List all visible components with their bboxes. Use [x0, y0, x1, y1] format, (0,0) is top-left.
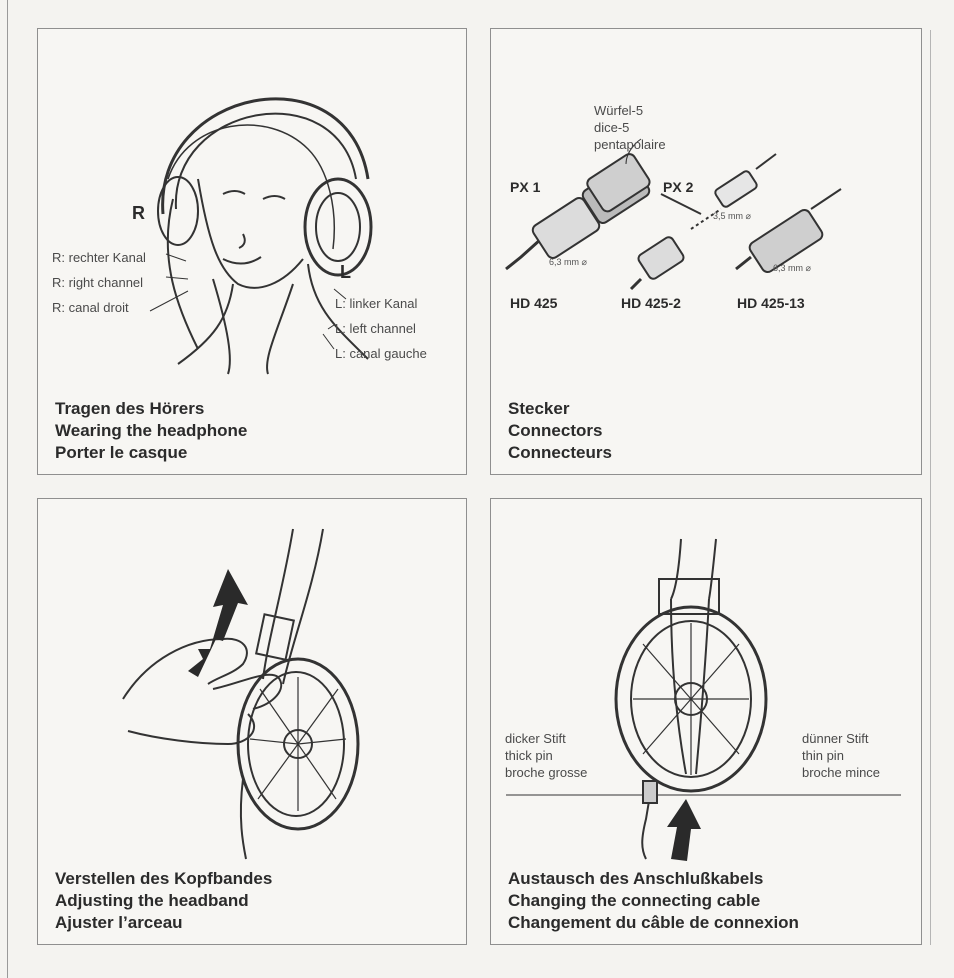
caption-line-de: Verstellen des Kopfbandes [55, 869, 273, 888]
letter-l: L [340, 262, 351, 282]
wearing-illustration [149, 97, 373, 375]
caption-line-en: Adjusting the headband [55, 891, 249, 910]
label-right-channel-de: R: rechter Kanal [52, 250, 146, 265]
label-thick-pin-fr: broche grosse [505, 765, 588, 780]
page-edge-right [930, 30, 931, 945]
panel-connectors: Würfel-5 dice-5 pentapolaire PX 1 PX 2 6… [490, 28, 922, 475]
caption-headband: Verstellen des Kopfbandes Adjusting the … [55, 868, 272, 934]
label-left-channel-de: L: linker Kanal [335, 296, 418, 311]
label-left-channel-en: L: left channel [335, 321, 416, 336]
label-px2: PX 2 [663, 179, 694, 195]
caption-line-de: Stecker [508, 399, 570, 418]
label-thick-pin-en: thick pin [505, 748, 553, 763]
headband-illustration [122, 528, 360, 860]
label-dice-fr: pentapolaire [594, 137, 666, 152]
panel-wearing-headphone: R L R: rechter Kanal R: right channel R:… [37, 28, 467, 475]
label-model-hd425-13: HD 425-13 [737, 295, 805, 311]
label-dim-3-5: 3,5 mm ⌀ [713, 211, 751, 221]
caption-line-de: Tragen des Hörers [55, 399, 205, 418]
caption-line-fr: Porter le casque [55, 443, 188, 462]
caption-line-en: Changing the connecting cable [508, 891, 761, 910]
caption-line-en: Connectors [508, 421, 603, 440]
caption-connectors: Stecker Connectors Connecteurs [508, 398, 612, 464]
caption-line-fr: Connecteurs [508, 443, 612, 462]
letter-r: R [132, 203, 145, 223]
caption-wearing: Tragen des Hörers Wearing the headphone … [55, 398, 247, 464]
label-dice-de: Würfel-5 [594, 103, 644, 118]
caption-line-en: Wearing the headphone [55, 421, 248, 440]
label-dim-6-3-a: 6,3 mm ⌀ [549, 257, 587, 267]
label-thin-pin-de: dünner Stift [802, 731, 869, 746]
connectors-illustration [505, 138, 842, 291]
label-dim-6-3-b: 6,3 mm ⌀ [773, 263, 811, 273]
caption-cable: Austausch des Anschlußkabels Changing th… [508, 868, 799, 934]
label-right-channel-fr: R: canal droit [52, 300, 129, 315]
label-px1: PX 1 [510, 179, 541, 195]
label-thin-pin-en: thin pin [802, 748, 844, 763]
label-model-hd425: HD 425 [510, 295, 558, 311]
label-model-hd425-2: HD 425-2 [621, 295, 681, 311]
label-thick-pin-de: dicker Stift [505, 731, 566, 746]
label-thin-pin-fr: broche mince [802, 765, 881, 780]
label-dice-en: dice-5 [594, 120, 630, 135]
caption-line-fr: Ajuster l’arceau [55, 913, 183, 932]
label-left-channel-fr: L: canal gauche [335, 346, 427, 361]
page-edge-left [7, 0, 8, 978]
panel-changing-cable: dicker Stift thick pin broche grosse dün… [490, 498, 922, 945]
panel-adjusting-headband: Verstellen des Kopfbandes Adjusting the … [37, 498, 467, 945]
label-right-channel-en: R: right channel [52, 275, 144, 290]
cable-illustration [506, 538, 901, 861]
caption-line-de: Austausch des Anschlußkabels [508, 869, 764, 888]
caption-line-fr: Changement du câble de connexion [508, 913, 799, 932]
